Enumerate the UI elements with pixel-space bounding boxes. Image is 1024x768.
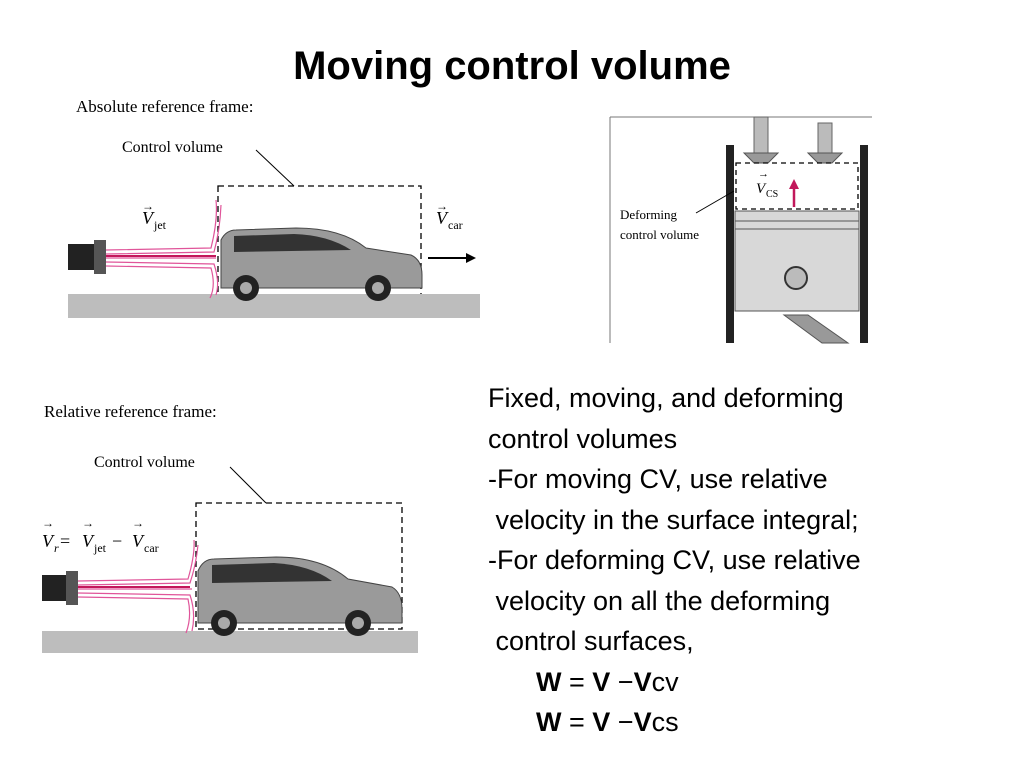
body-line: Fixed, moving, and deforming [488, 383, 844, 413]
deforming-cv-leader [695, 190, 735, 214]
relative-car [197, 556, 403, 636]
svg-text:−: − [112, 531, 122, 551]
relative-cv-leader [229, 466, 267, 504]
svg-text:CS: CS [766, 189, 778, 200]
v-cs-label: → V CS [756, 168, 778, 200]
absolute-car-velocity-arrow [428, 253, 476, 263]
absolute-ground [68, 294, 480, 318]
absolute-v-jet-label: V jet → [142, 199, 167, 232]
relative-cv-label: Control volume [94, 454, 195, 471]
cylinder-wall-left [726, 145, 734, 343]
deforming-cv-label: Deforming control volume [620, 207, 699, 242]
body-line: control volumes [488, 423, 678, 454]
piston [734, 210, 860, 344]
svg-text:→: → [142, 199, 154, 213]
svg-text:Deforming: Deforming [620, 207, 678, 222]
absolute-frame-figure: Absolute reference frame: Control volume… [68, 97, 480, 318]
v-cs-arrow [789, 179, 799, 207]
relative-water-jet [77, 539, 199, 634]
svg-text:→: → [42, 516, 54, 530]
body-text: Fixed, moving, and deforming control vol… [488, 378, 1008, 743]
svg-text:car: car [448, 218, 463, 232]
svg-text:jet: jet [153, 218, 167, 232]
relative-frame-heading: Relative reference frame: [44, 402, 217, 421]
absolute-jet-nozzle [68, 240, 106, 274]
absolute-cv-leader [255, 149, 295, 187]
equation-w-cs: W = V −Vcs [536, 707, 679, 737]
relative-frame-figure: Relative reference frame: Control volume… [42, 402, 418, 653]
absolute-car [220, 227, 423, 301]
body-line: velocity on all the deforming [488, 585, 831, 616]
body-line: control surfaces, [488, 626, 694, 656]
svg-text:→: → [132, 516, 144, 530]
svg-text:→: → [758, 168, 769, 180]
slide-title: Moving control volume [293, 44, 731, 88]
relative-ground [42, 631, 418, 653]
relative-velocity-equation: → V r = → V jet − → V car [42, 516, 159, 555]
svg-text:=: = [60, 531, 70, 551]
deforming-cv-figure: → V CS Deforming control volume [609, 116, 872, 344]
body-line: -For deforming CV, use relative [488, 545, 861, 575]
relative-control-volume-box [195, 502, 403, 630]
svg-text:control volume: control volume [620, 227, 699, 242]
absolute-water-jet [105, 199, 222, 299]
absolute-v-car-label: V car → [436, 199, 463, 232]
relative-jet-nozzle [42, 571, 78, 605]
body-line: -For moving CV, use relative [488, 464, 828, 494]
svg-text:→: → [82, 516, 94, 530]
equation-w-cv: W = V −Vcv [536, 666, 679, 697]
valves [742, 116, 844, 164]
svg-text:V: V [436, 208, 449, 228]
svg-text:jet: jet [93, 541, 107, 555]
cylinder-wall-right [860, 145, 868, 343]
svg-text:car: car [144, 541, 159, 555]
svg-text:V: V [142, 208, 155, 228]
svg-text:V: V [82, 531, 95, 551]
absolute-cv-label: Control volume [122, 139, 223, 156]
svg-text:→: → [436, 199, 448, 213]
absolute-frame-heading: Absolute reference frame: [76, 97, 253, 116]
svg-text:V: V [42, 531, 55, 551]
svg-text:r: r [54, 541, 59, 555]
body-line: velocity in the surface integral; [488, 504, 859, 535]
svg-text:V: V [756, 181, 767, 197]
deforming-control-volume-box [735, 162, 859, 210]
svg-text:V: V [132, 531, 145, 551]
